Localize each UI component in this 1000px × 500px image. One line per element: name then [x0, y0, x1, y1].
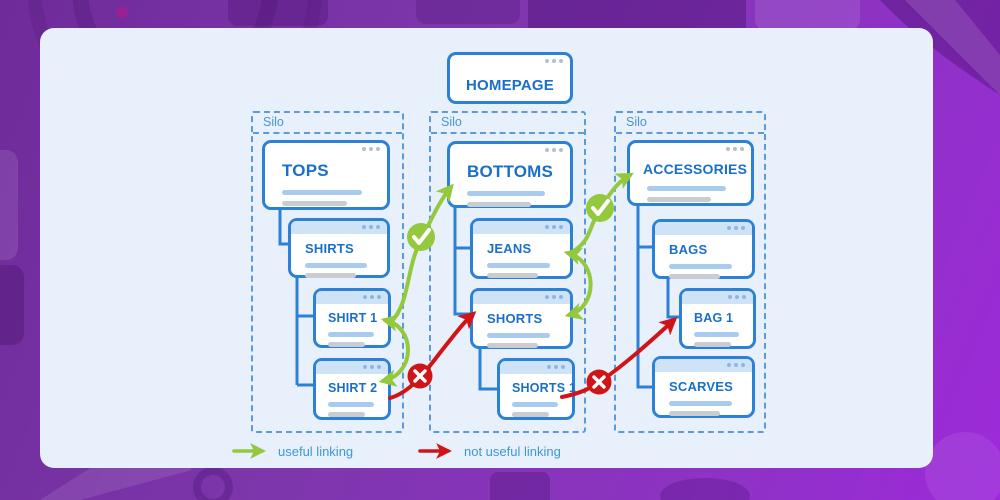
window-titlebar	[682, 291, 753, 304]
text-placeholder-line	[694, 342, 731, 347]
page-box-bag-1: BAG 1	[679, 288, 756, 349]
text-placeholder-line	[328, 342, 366, 347]
page-title: SHORTS	[487, 311, 543, 326]
page-box-scarves: SCARVES	[652, 356, 755, 418]
text-placeholder-line	[647, 186, 727, 191]
silo-label: Silo	[431, 113, 584, 134]
window-titlebar	[655, 222, 752, 235]
text-placeholder-line	[328, 412, 366, 417]
text-placeholder-line	[487, 263, 551, 268]
window-dots-icon	[363, 365, 381, 369]
silo-container-accessories: Silo	[614, 111, 766, 433]
text-placeholder-line	[647, 197, 712, 202]
background-doodle	[755, 0, 860, 30]
page-title: BAGS	[669, 242, 708, 257]
window-dots-icon	[727, 226, 745, 230]
window-dots-icon	[545, 225, 563, 229]
background-doodle	[490, 472, 550, 500]
window-dots-icon	[726, 147, 744, 151]
window-dots-icon	[545, 148, 563, 152]
page-box-accessories: ACCESSORIES	[627, 140, 754, 206]
page-title: JEANS	[487, 241, 532, 256]
background-doodle	[925, 432, 1000, 500]
window-dots-icon	[362, 147, 380, 151]
window-dots-icon	[727, 363, 745, 367]
window-titlebar	[291, 221, 387, 234]
text-placeholder-line	[467, 191, 546, 196]
page-title: SCARVES	[669, 379, 734, 394]
window-titlebar	[500, 361, 572, 374]
text-placeholder-line	[328, 332, 374, 337]
background-doodle	[660, 478, 750, 500]
page-box-bags: BAGS	[652, 219, 755, 279]
text-placeholder-line	[669, 411, 721, 416]
window-dots-icon	[362, 225, 380, 229]
page-box-bottoms: BOTTOMS	[447, 141, 573, 208]
text-placeholder-line	[305, 263, 368, 268]
window-dots-icon	[545, 295, 563, 299]
window-titlebar	[316, 361, 388, 374]
page-title: SHIRTS	[305, 241, 354, 256]
window-titlebar	[450, 144, 570, 157]
background-doodle	[116, 6, 128, 18]
background-doodle	[880, 0, 1000, 95]
text-placeholder-line	[512, 412, 550, 417]
background-doodle	[193, 467, 233, 500]
window-titlebar	[316, 291, 388, 304]
background-doodle	[228, 0, 328, 26]
page-box-tops: TOPS	[262, 140, 390, 210]
text-placeholder-line	[328, 402, 374, 407]
text-placeholder-line	[694, 332, 739, 337]
text-placeholder-line	[487, 343, 539, 348]
text-placeholder-line	[487, 273, 539, 278]
text-placeholder-line	[512, 402, 558, 407]
window-titlebar	[655, 359, 752, 372]
page-title: SHIRT 1	[328, 311, 378, 325]
legend-not-useful-label: not useful linking	[464, 444, 561, 459]
text-placeholder-line	[669, 401, 733, 406]
text-placeholder-line	[487, 333, 551, 338]
background-doodle	[416, 0, 520, 24]
background-doodle	[0, 150, 18, 260]
page-box-shirt-1: SHIRT 1	[313, 288, 391, 348]
page-box-homepage: HOMEPAGE	[447, 52, 573, 104]
text-placeholder-line	[305, 273, 356, 278]
page-title: TOPS	[282, 161, 329, 180]
page-box-shirts: SHIRTS	[288, 218, 390, 278]
text-placeholder-line	[282, 190, 362, 195]
page-box-jeans: JEANS	[470, 218, 573, 279]
window-dots-icon	[728, 295, 746, 299]
page-title: SHORTS 1	[512, 381, 577, 395]
page-title: BAG 1	[694, 311, 734, 325]
window-titlebar	[265, 143, 387, 156]
silo-label: Silo	[616, 113, 764, 134]
window-titlebar	[473, 291, 570, 304]
window-titlebar	[630, 143, 751, 156]
page-box-shorts-1: SHORTS 1	[497, 358, 577, 420]
window-titlebar	[450, 55, 570, 68]
page-title: ACCESSORIES	[643, 161, 748, 177]
window-dots-icon	[547, 365, 565, 369]
page-box-shorts: SHORTS	[470, 288, 573, 349]
legend-useful-label: useful linking	[278, 444, 354, 459]
window-dots-icon	[363, 295, 381, 299]
background-doodle	[0, 265, 24, 345]
window-titlebar	[473, 221, 570, 234]
page-title: HOMEPAGE	[466, 77, 554, 94]
page-box-shirt-2: SHIRT 2	[313, 358, 391, 420]
background-doodle	[905, 0, 1000, 95]
page-title: BOTTOMS	[467, 162, 554, 181]
silo-label: Silo	[253, 113, 402, 134]
page-title: SHIRT 2	[328, 381, 378, 395]
text-placeholder-line	[669, 264, 733, 269]
text-placeholder-line	[669, 274, 721, 279]
text-placeholder-line	[282, 201, 348, 206]
text-placeholder-line	[467, 202, 531, 207]
window-dots-icon	[545, 59, 563, 63]
